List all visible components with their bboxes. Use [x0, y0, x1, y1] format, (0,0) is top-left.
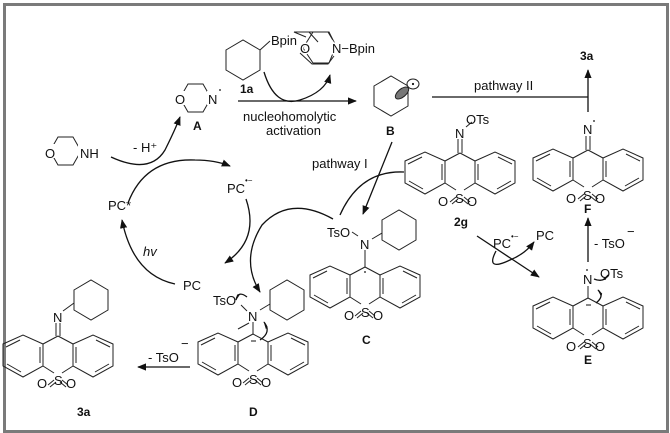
compound-1a: Bpin 1a [225, 33, 297, 96]
intermediate-A: O N A [174, 83, 221, 133]
E-ots: OTs [600, 266, 624, 281]
sulfone-o: O [232, 375, 242, 390]
intermediate-E-label: E [584, 353, 592, 367]
sulfone-o: O [373, 308, 383, 323]
deprotonation-arrow [110, 116, 181, 166]
pathway-I-label: pathway I [312, 156, 368, 171]
activation-label-1: nucleohomolytic [243, 109, 337, 124]
pc-reduction-arrow [492, 241, 535, 266]
hv-label: hv [143, 244, 158, 259]
compound-2g: N OTs S O O 2g [404, 112, 516, 229]
intermediate-C: TsO N S O O C [309, 209, 421, 347]
C-tso: TsO [327, 225, 350, 240]
intermediate-D-label: D [249, 405, 258, 419]
D-n: N [248, 309, 257, 324]
E-push-arrow [593, 274, 609, 281]
pc-excited-label: PC* [108, 198, 131, 213]
D-tso: TsO [213, 293, 236, 308]
aminyl-n: N [208, 92, 217, 107]
elimination-label-E: - TsO [594, 236, 625, 251]
sulfone-s: S [54, 373, 63, 388]
pc-ground-label: PC [183, 278, 201, 293]
morpholine-bpin-o: O [300, 41, 310, 56]
sulfone-o: O [438, 194, 448, 209]
sulfone-s: S [583, 336, 592, 351]
intermediate-C-label: C [362, 333, 371, 347]
sulfone-s: S [583, 188, 592, 203]
product-3a: N S O O 3a [2, 279, 114, 419]
compound-2g-label: 2g [454, 215, 468, 229]
aminyl-o: O [175, 92, 185, 107]
E-push-arrow [595, 289, 603, 304]
compound-1a-label: 1a [240, 82, 254, 96]
E-n: N [583, 272, 592, 287]
D-push-arrow [235, 293, 248, 301]
pc-anion-right-sup: •− [511, 232, 519, 241]
oxime-ots: OTs [466, 112, 490, 127]
elimination-sup-E: − [627, 224, 635, 239]
pc-radical-anion-sup: •− [245, 176, 253, 185]
intermediate-F: N S O O F [532, 120, 644, 216]
radical-B-label: B [386, 124, 395, 138]
sulfone-o: O [261, 375, 271, 390]
intermediate-E: N OTs S O O E [532, 266, 644, 367]
C-to-D-arrow [249, 207, 334, 293]
radical-B: B [373, 75, 420, 138]
sulfone-o: O [37, 376, 47, 391]
C-n: N [360, 237, 369, 252]
sulfone-o: O [344, 308, 354, 323]
sulfone-o: O [566, 339, 576, 354]
pc-anion-right-label: PC [493, 236, 511, 251]
figure-frame [3, 3, 669, 433]
activation-label-2: activation [266, 123, 321, 138]
sulfone-s: S [361, 305, 370, 320]
oxime-n: N [455, 126, 464, 141]
morpholine-o: O [45, 146, 55, 161]
cycle-arrow-pc-to-pcstar [120, 219, 176, 285]
pathway-II-label: pathway II [474, 78, 533, 93]
sulfone-s: S [455, 191, 464, 206]
elimination-sup-D: − [181, 336, 189, 351]
bpin-label: Bpin [271, 33, 297, 48]
cycle-arrow-pcstar-to-pcanion [127, 159, 231, 204]
D-push-arrow [259, 321, 268, 341]
product-n: N [53, 310, 62, 325]
pathway-I-arrow [362, 141, 393, 215]
sulfone-o: O [467, 194, 477, 209]
F-n: N [583, 122, 592, 137]
intermediate-F-label: F [584, 202, 591, 216]
sulfone-s: S [249, 372, 258, 387]
2g-to-C-curve [339, 171, 405, 216]
morpholine-bpin-n-label: N−Bpin [332, 41, 375, 56]
intermediate-A-label: A [193, 119, 202, 133]
2g-to-E-arrow [476, 235, 540, 278]
pc-radical-anion-label: PC [227, 181, 245, 196]
intermediate-D: TsO N S O O D [197, 279, 309, 419]
cycle-arrow-pcanion-to-pc [224, 198, 251, 264]
morpholine-bpin: O N−Bpin [293, 31, 377, 65]
morpholine-nh: NH [80, 146, 99, 161]
sulfone-o: O [66, 376, 76, 391]
morpholine: O NH [44, 136, 100, 166]
sulfone-o: O [595, 191, 605, 206]
elimination-label-D: - TsO [148, 350, 179, 365]
product-3a-label: 3a [77, 405, 91, 419]
product-3a-top-label: 3a [580, 49, 594, 63]
pc-right-label: PC [536, 228, 554, 243]
deprotonation-label: - H⁺ [133, 140, 157, 155]
boron-transfer-arrow [263, 71, 332, 102]
sulfone-o: O [566, 191, 576, 206]
sulfone-o: O [595, 339, 605, 354]
